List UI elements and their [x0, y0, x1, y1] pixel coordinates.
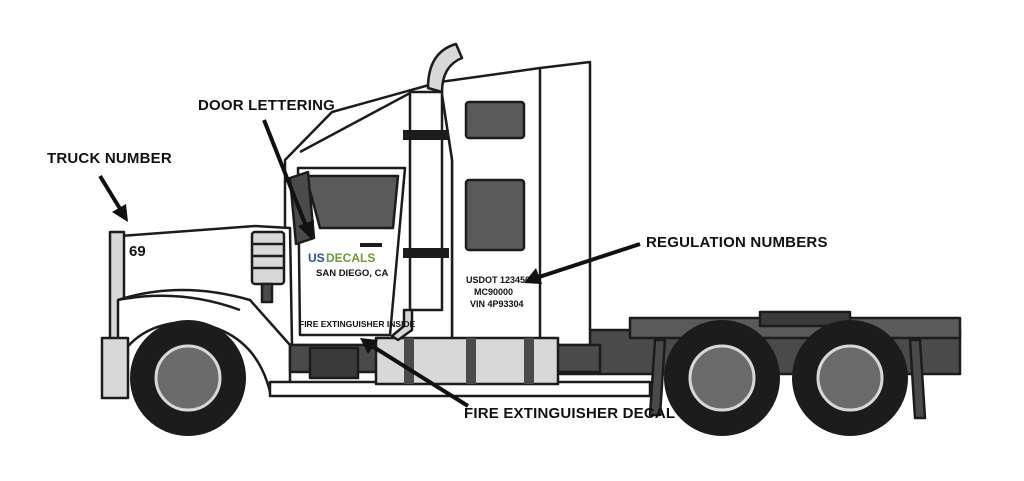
front-wheel	[130, 320, 246, 436]
door-logo: US DECALS SAN DIEGO, CA	[308, 251, 388, 279]
vin-text: VIN 4P93304	[470, 299, 524, 309]
truck-number-decal: 69	[129, 243, 146, 260]
truck-number-arrowhead	[112, 204, 128, 222]
door-city-text: SAN DIEGO, CA	[316, 268, 388, 279]
fire-extinguisher-inside-decal: FIRE EXTINGUISHER INSIDE	[299, 319, 416, 329]
mc-number-text: MC90000	[474, 287, 513, 297]
usdot-text: USDOT 123456	[466, 275, 530, 285]
truck-hood	[100, 224, 294, 400]
label-fire-extinguisher-decal: FIRE EXTINGUISHER DECAL	[464, 405, 675, 422]
truck-sleeper	[438, 60, 592, 347]
logo-us-text: US	[308, 251, 325, 265]
regulation-arrow	[535, 242, 641, 280]
regulation-arrowhead	[524, 268, 542, 284]
truck-number-arrow	[98, 174, 124, 214]
door-lettering-arrowhead	[298, 220, 314, 240]
regulation-decal: USDOT 123456 MC90000 VIN 4P93304	[466, 275, 530, 309]
callout-arrows	[98, 119, 641, 408]
fire-extinguisher-arrowhead	[360, 338, 378, 354]
fuel-tank	[374, 336, 560, 386]
label-regulation-numbers: REGULATION NUMBERS	[646, 234, 828, 251]
exhaust-stack	[390, 42, 464, 342]
label-door-lettering: DOOR LETTERING	[198, 97, 335, 114]
label-truck-number: TRUCK NUMBER	[47, 150, 172, 167]
rear-wheel-1	[664, 320, 780, 436]
fire-extinguisher-arrow	[370, 344, 470, 408]
door-lettering-arrow	[262, 119, 308, 227]
rear-wheel-2	[792, 320, 908, 436]
logo-decals-text: DECALS	[326, 251, 375, 265]
